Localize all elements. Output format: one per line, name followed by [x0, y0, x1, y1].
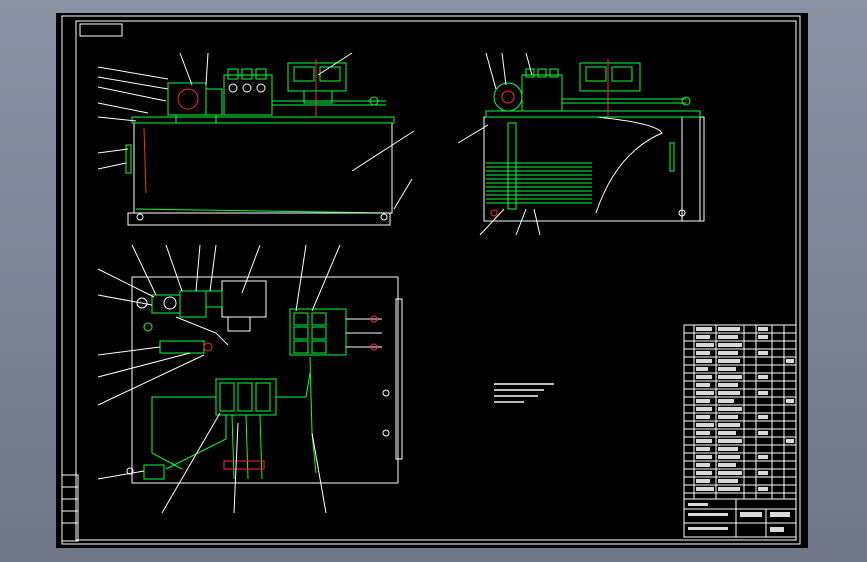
outer-sheet-border — [61, 15, 801, 545]
plan-valve-block-right — [289, 308, 347, 356]
valve-stack-front — [223, 74, 273, 116]
plan-manifold — [223, 460, 265, 470]
corner-label-box — [79, 23, 123, 37]
cad-drawing-canvas[interactable] — [56, 13, 808, 548]
parts-list-table[interactable] — [683, 324, 797, 500]
solenoid-valve-side — [579, 62, 641, 92]
title-block[interactable] — [683, 498, 797, 538]
inner-sheet-border — [75, 20, 797, 541]
plan-view[interactable] — [97, 244, 403, 514]
side-motor — [493, 82, 523, 112]
motor — [167, 82, 207, 116]
technical-notes — [494, 383, 554, 403]
plan-outline — [131, 276, 399, 484]
tank-base — [127, 212, 391, 226]
side-leaders — [457, 52, 541, 236]
front-view[interactable] — [97, 52, 415, 226]
revision-block — [61, 474, 79, 542]
side-view[interactable] — [457, 52, 705, 236]
plan-leaders — [97, 244, 341, 514]
tank-body — [133, 122, 393, 214]
cover-plate — [131, 116, 395, 124]
level-gauge — [125, 144, 132, 174]
oil-level-hatch — [486, 162, 592, 204]
front-leaders — [97, 52, 415, 210]
drawing-viewport[interactable] — [56, 13, 808, 548]
valve-stack-side — [521, 74, 563, 112]
plan-valve-block-centre — [215, 378, 277, 416]
